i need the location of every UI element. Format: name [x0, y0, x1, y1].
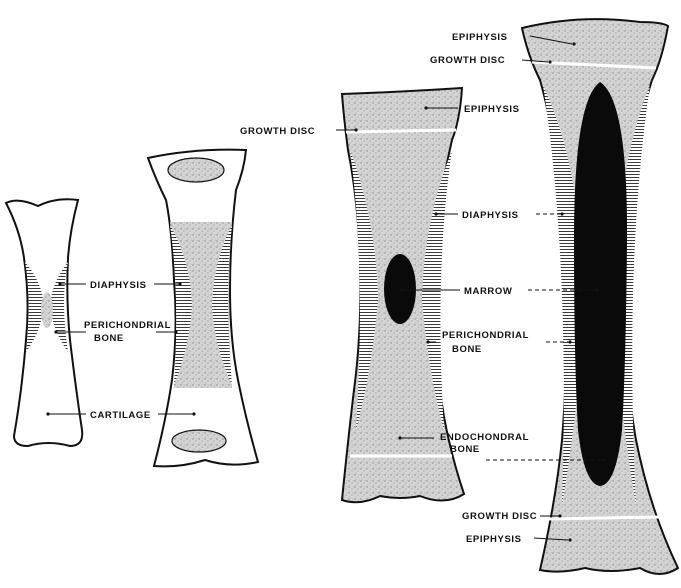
label-cartilage: CARTILAGE: [90, 410, 151, 421]
label-perichondrial-1-l2: BONE: [94, 333, 124, 344]
label-endochondral-l1: ENDOCHONDRAL: [440, 432, 529, 443]
bone-2-bottom-ossification: [172, 430, 226, 452]
label-epiphysis-top: EPIPHYSIS: [452, 32, 508, 43]
label-perichondrial-2-l2: BONE: [452, 344, 482, 355]
label-marrow: MARROW: [464, 286, 512, 297]
label-epiphysis-bottom: EPIPHYSIS: [466, 534, 522, 545]
bone-3-marrow: [384, 254, 416, 324]
label-perichondrial-2-l1: PERICHONDRIAL: [442, 330, 529, 341]
bone-stage-2: [148, 150, 258, 467]
label-growth-disc-bottom: GROWTH DISC: [462, 511, 537, 522]
labels: DIAPHYSIS PERICHONDRIAL BONE CARTILAGE G…: [46, 32, 605, 545]
label-growth-disc-left: GROWTH DISC: [240, 126, 315, 137]
label-epiphysis-3: EPIPHYSIS: [464, 104, 520, 115]
label-growth-disc-top: GROWTH DISC: [430, 55, 505, 66]
bone-3-growth-disc-top: [346, 130, 456, 132]
label-diaphysis-2: DIAPHYSIS: [462, 210, 519, 221]
bone-2-top-ossification: [168, 158, 224, 182]
bone-4-marrow: [574, 82, 627, 486]
bone-4-growth-disc-bottom: [546, 517, 660, 519]
bone-1-center: [41, 292, 53, 328]
label-endochondral-l2: BONE: [450, 444, 480, 455]
bone-stage-4: [522, 19, 678, 574]
label-perichondrial-1-l1: PERICHONDRIAL: [84, 320, 171, 331]
bone-stage-1: [6, 199, 82, 446]
label-diaphysis-1: DIAPHYSIS: [90, 280, 147, 291]
